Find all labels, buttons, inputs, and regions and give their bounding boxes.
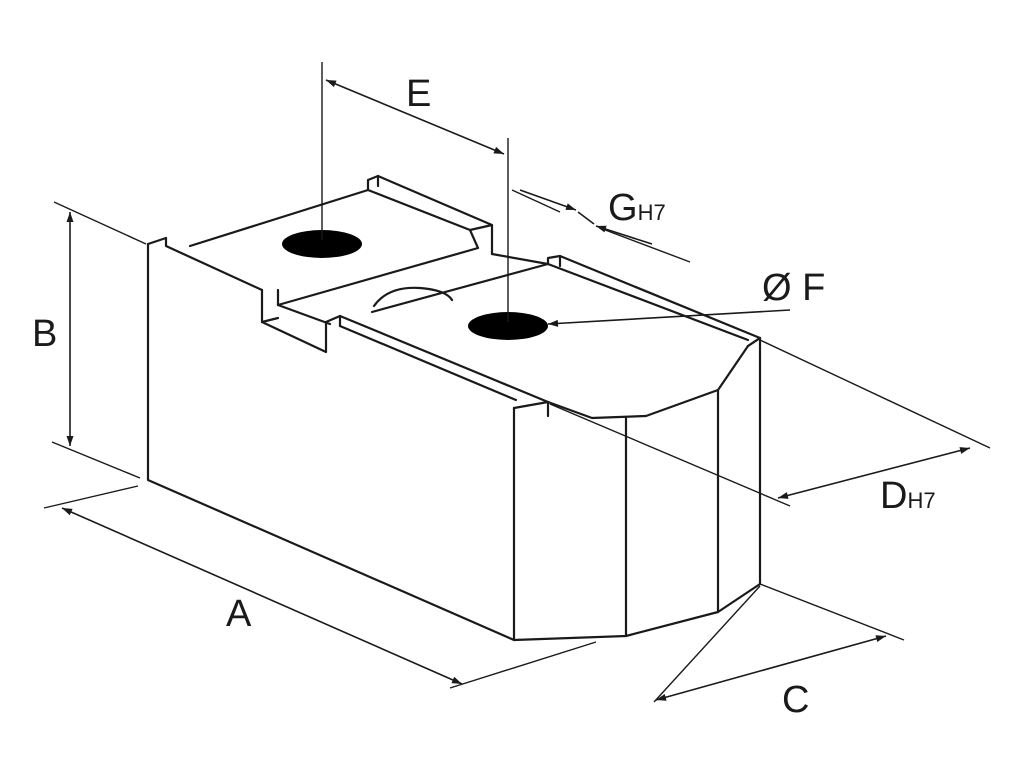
dim-d-line	[777, 447, 971, 499]
dim-g-connector	[577, 211, 595, 225]
dim-a-line	[61, 507, 463, 685]
label-g-sub: H7	[638, 200, 666, 225]
label-e: E	[406, 73, 431, 115]
dim-e-line	[325, 79, 505, 155]
end-face-outline	[546, 336, 762, 420]
label-d-sub: H7	[907, 488, 935, 513]
jaw-body	[146, 174, 762, 642]
label-g: GH7	[608, 187, 666, 229]
front-face-outline	[146, 242, 516, 642]
dimension-lines	[61, 79, 971, 701]
extension-lines	[43, 62, 991, 703]
dim-c-line	[655, 635, 887, 701]
dim-g-line-b	[595, 225, 653, 245]
label-g-main: G	[608, 187, 638, 229]
label-d-main: D	[880, 475, 907, 517]
dim-f-leader	[547, 309, 791, 327]
label-c: C	[782, 679, 809, 721]
right-step-top	[370, 262, 750, 342]
hole-right	[468, 312, 548, 340]
label-d: DH7	[880, 475, 936, 517]
hole-left	[282, 230, 362, 258]
label-f: Ø F	[762, 267, 825, 309]
hole-back	[372, 286, 454, 308]
label-b: B	[32, 313, 57, 355]
dim-g-line-a	[519, 189, 577, 211]
label-a: A	[226, 593, 252, 635]
